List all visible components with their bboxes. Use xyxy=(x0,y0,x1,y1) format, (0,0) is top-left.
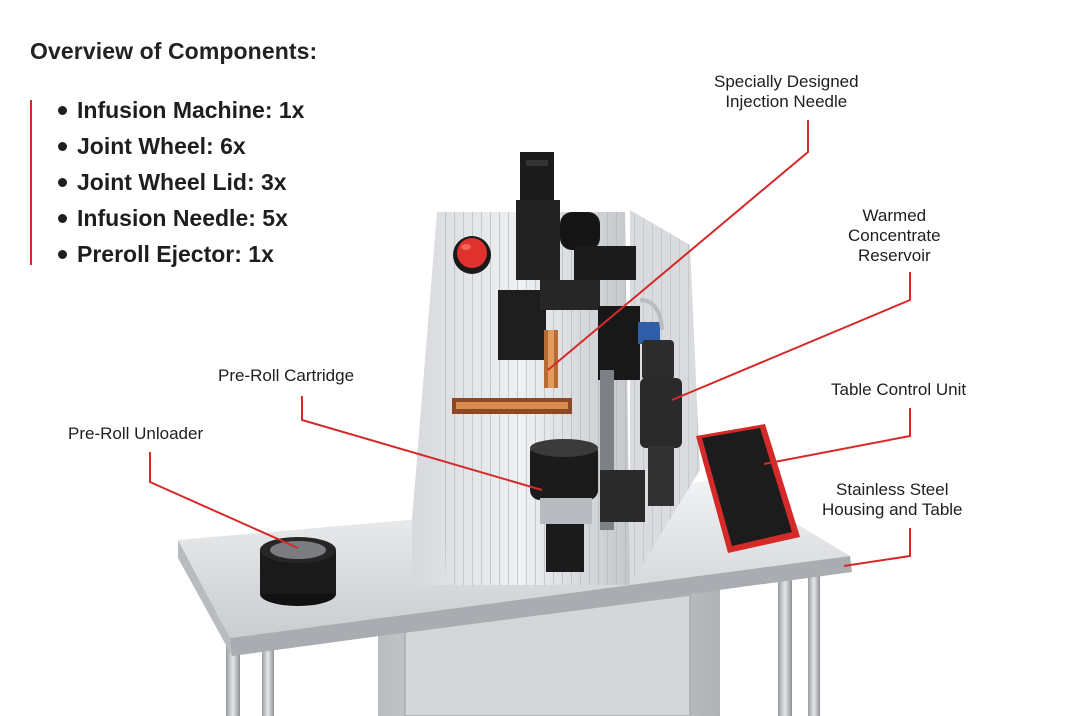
emergency-stop xyxy=(453,236,491,274)
bullet-icon xyxy=(58,177,67,187)
callout-pre-roll-cartridge: Pre-Roll Cartridge xyxy=(218,366,355,385)
table-legs xyxy=(226,575,820,716)
under-cabinet xyxy=(378,580,720,716)
callout-pre-roll-unloader: Pre-Roll Unloader xyxy=(68,424,204,443)
list-item: Infusion Needle: 5x xyxy=(58,200,304,236)
page-title: Overview of Components: xyxy=(30,38,318,64)
list-item: Joint Wheel Lid: 3x xyxy=(58,164,304,200)
bullet-icon xyxy=(58,105,67,115)
list-item: Joint Wheel: 6x xyxy=(58,128,304,164)
unloader-cup xyxy=(260,537,336,606)
callout-stainless-housing: Stainless Steel Housing and Table xyxy=(822,480,963,519)
callout-table-control-unit: Table Control Unit xyxy=(831,380,967,399)
list-item: Preroll Ejector: 1x xyxy=(58,236,304,272)
component-list: Infusion Machine: 1x Joint Wheel: 6x Joi… xyxy=(58,92,304,272)
list-item: Infusion Machine: 1x xyxy=(58,92,304,128)
callout-concentrate-reservoir: Warmed Concentrate Reservoir xyxy=(848,206,941,265)
bullet-icon xyxy=(58,213,67,223)
joint-wheel-assembly xyxy=(530,370,645,572)
callout-injection-needle: Specially Designed Injection Needle xyxy=(714,72,859,111)
cartridge-bar xyxy=(452,398,572,414)
bullet-icon xyxy=(58,141,67,151)
list-accent-bar xyxy=(30,100,32,265)
bullet-icon xyxy=(58,249,67,259)
